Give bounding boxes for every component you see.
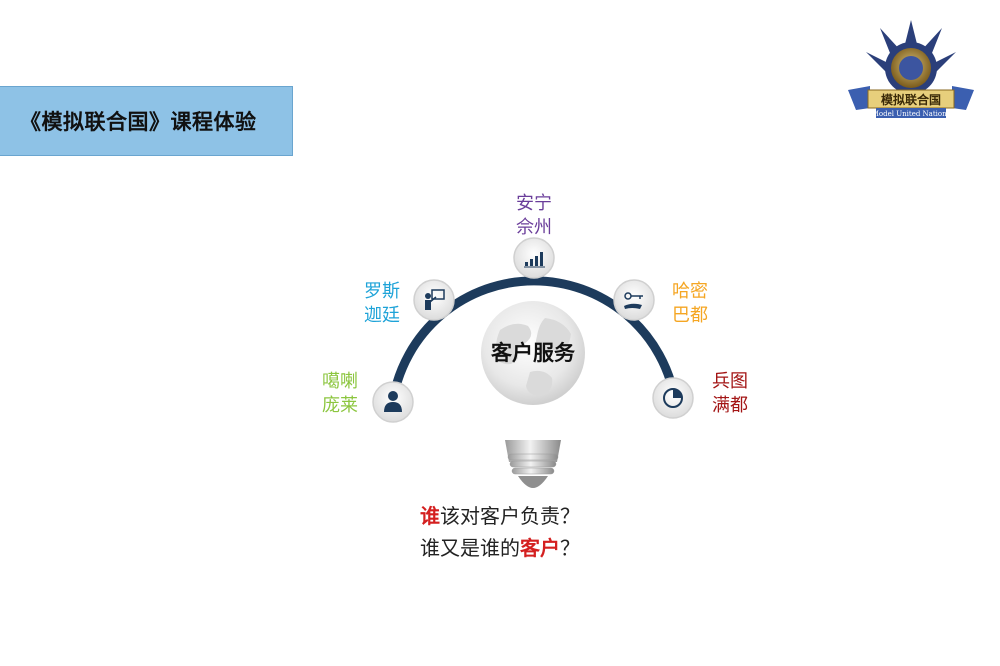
page-title: 《模拟联合国》课程体验 (20, 110, 257, 134)
logo-banner-text: 模拟联合国 (881, 92, 941, 107)
question-line-1: 谁该对客户负责？ (380, 500, 620, 529)
node-top (513, 237, 555, 279)
node-label-line1: 罗斯 (364, 281, 400, 302)
question-accent-customer: 客户 (520, 536, 560, 560)
node-right-bottom (652, 377, 694, 419)
question-accent-who: 谁 (420, 504, 440, 528)
node-left-bottom (372, 381, 414, 423)
node-label-line1: 哈密 (672, 281, 708, 302)
node-label-line2: 迦廷 (364, 305, 400, 326)
node-label-line2: 庞莱 (322, 395, 358, 416)
node-label-left-bottom: 噶喇 庞莱 (310, 370, 370, 418)
center-label: 客户服务 (491, 341, 576, 365)
presenter-icon (425, 289, 445, 310)
node-label-line2: 满都 (712, 395, 748, 416)
question-text: ？ (560, 536, 580, 560)
bulb-base-icon (505, 440, 561, 488)
node-label-right-bottom: 兵图 满都 (700, 370, 760, 418)
model-un-emblem-icon: 模拟联合国 Model United Nations (848, 20, 974, 118)
node-label-line2: 巴都 (672, 305, 708, 326)
node-label-right-mid: 哈密 巴都 (660, 280, 720, 328)
question-text: 谁又是谁的 (420, 536, 520, 560)
connector-arc (388, 276, 680, 401)
pie-chart-icon (663, 388, 683, 408)
question-text: 该对客户负责？ (440, 504, 580, 528)
bulb-globe (481, 301, 585, 405)
node-label-left-mid: 罗斯 迦廷 (352, 280, 412, 328)
logo-sub-text: Model United Nations (872, 110, 951, 118)
node-label-line1: 安宁 (516, 193, 552, 214)
bar-chart-icon (524, 252, 545, 268)
title-banner: 《模拟联合国》课程体验 (0, 86, 293, 156)
handshake-icon (624, 292, 643, 309)
person-icon (384, 391, 402, 412)
node-label-top: 安宁 佘州 (504, 192, 564, 240)
node-label-line2: 佘州 (516, 217, 552, 238)
node-label-line1: 兵图 (712, 371, 748, 392)
question-line-2: 谁又是谁的客户？ (380, 532, 620, 561)
node-label-line1: 噶喇 (322, 371, 358, 392)
node-left-mid (413, 279, 455, 321)
node-right-mid (613, 279, 655, 321)
